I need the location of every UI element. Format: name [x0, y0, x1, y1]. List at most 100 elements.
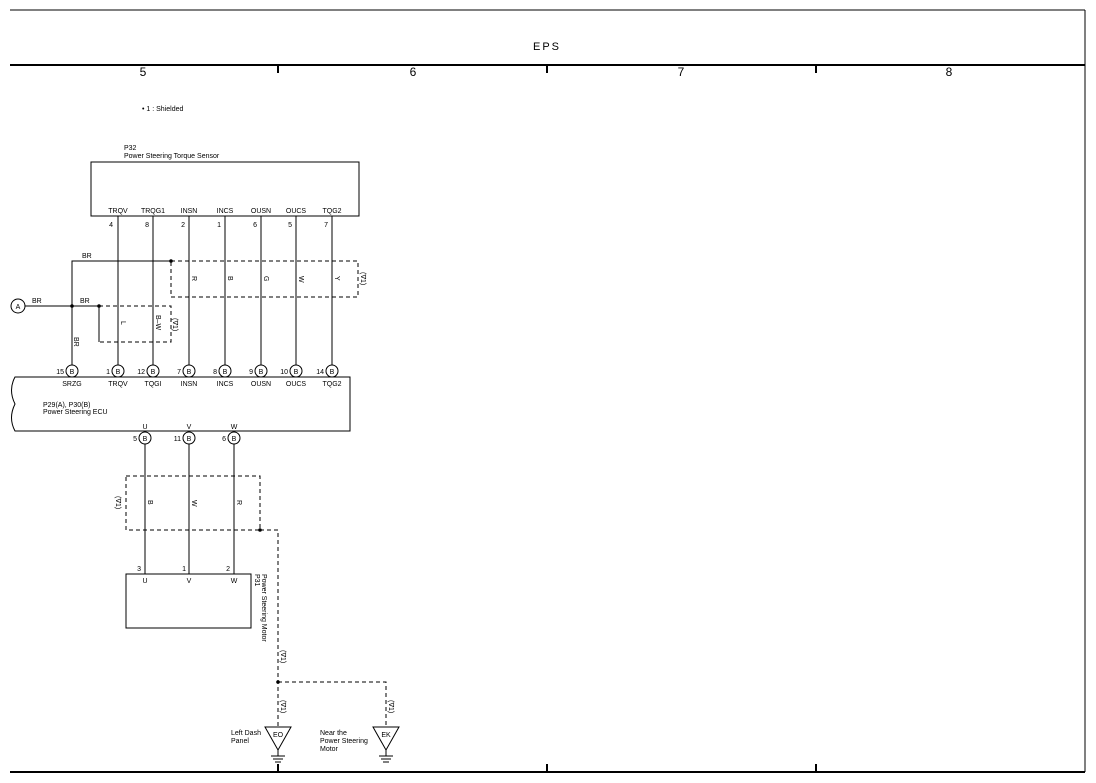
wire-color-label: R — [235, 500, 242, 505]
motor-pin-name: U — [142, 578, 147, 585]
sensor-pin-number: 4 — [109, 222, 113, 229]
ground-label: Left Dash — [231, 730, 261, 737]
ecu-output-pin-name: U — [142, 424, 147, 431]
connector-circle: B — [254, 364, 268, 378]
connector-circle: B — [146, 364, 160, 378]
sensor-code: P32 — [124, 145, 137, 152]
ecu-code: P29(A), P30(B) — [43, 402, 90, 409]
ecu-pin-name: TQG2 — [322, 381, 341, 388]
shield-mark: (∇1) — [387, 700, 395, 713]
shield-mark: (∇1) — [279, 700, 287, 713]
ecu-pin-name: TQGI — [144, 381, 161, 388]
ecu-pin-number: 14 — [316, 369, 324, 376]
sensor-pin-name: OUSN — [251, 208, 271, 215]
connector-a: A — [10, 298, 26, 314]
ecu-pin-name: SRZG — [62, 381, 81, 388]
ground-label: Motor — [320, 746, 339, 753]
ground-label: Near the — [320, 730, 347, 737]
connector-letter: B — [330, 369, 335, 376]
connector-letter: B — [259, 369, 264, 376]
column-number: 7 — [678, 65, 685, 79]
shield-mark: (∇1) — [114, 496, 122, 509]
ground-code: EO — [273, 732, 284, 739]
splice-point — [70, 304, 74, 308]
shield-mark: (∇1) — [171, 318, 179, 331]
motor-code: P31 — [253, 574, 260, 587]
wire-color-label: B–W — [154, 315, 161, 331]
wire-color-label: BR — [32, 298, 42, 305]
sensor-pin-name: TRQG1 — [141, 208, 165, 215]
ecu-pin-number: 15 — [56, 369, 64, 376]
connector-circle: B — [182, 431, 196, 445]
sensor-pin-name: TRQV — [108, 208, 128, 215]
ecu-output-pin-number: 5 — [133, 436, 137, 443]
motor-wires — [144, 444, 235, 574]
column-number: 6 — [410, 65, 417, 79]
connector-circle: B — [289, 364, 303, 378]
ecu-pin-number: 1 — [106, 369, 110, 376]
connector-letter: B — [187, 436, 192, 443]
wire-color-label: L — [119, 321, 126, 325]
ground-label: Panel — [231, 738, 249, 745]
sensor-pin-name: INCS — [217, 208, 234, 215]
ecu-output-pin-number: 6 — [222, 436, 226, 443]
ecu-pin-number: 12 — [137, 369, 145, 376]
sensor-pin-number: 5 — [288, 222, 292, 229]
shield-box — [98, 305, 172, 343]
ecu-pin-number: 9 — [249, 369, 253, 376]
connector-circle: B — [111, 364, 125, 378]
connector-letter: B — [223, 369, 228, 376]
ground-eo: EO Left Dash Panel — [231, 726, 292, 763]
ecu-pin-name: INCS — [217, 381, 234, 388]
shield-box — [125, 475, 261, 531]
motor-pin-name: W — [231, 578, 238, 585]
sensor-wires — [25, 216, 333, 365]
connector-letter: B — [294, 369, 299, 376]
ecu-top-connectors: B B B B B B B B 15 1 12 7 8 9 10 14 — [56, 364, 339, 378]
shield-mark: (∇1) — [359, 272, 367, 285]
connector-circle: B — [65, 364, 79, 378]
column-number: 5 — [140, 65, 147, 79]
sensor-pin-number: 8 — [145, 222, 149, 229]
wire-color-label: BR — [80, 298, 90, 305]
power-steering-motor: 3 1 2 U V W P31 Power Steering Motor — [125, 566, 267, 642]
sensor-pin-number: 6 — [253, 222, 257, 229]
ground-code: EK — [381, 732, 391, 739]
ecu-output-pin-name: W — [231, 424, 238, 431]
ground-label: Power Steering — [320, 738, 368, 745]
legend-note: • 1 : Shielded — [142, 106, 183, 113]
wire-color-label: G — [262, 276, 269, 281]
connector-circle: B — [138, 431, 152, 445]
sensor-name: Power Steering Torque Sensor — [124, 153, 220, 160]
column-number: 8 — [946, 65, 953, 79]
shield-box — [170, 260, 359, 298]
motor-name: Power Steering Motor — [260, 574, 267, 642]
shield-mark: (∇1) — [279, 650, 287, 663]
ecu-pin-name: OUSN — [251, 381, 271, 388]
wire-color-label: Y — [333, 276, 340, 281]
sensor-pin-name: INSN — [181, 208, 198, 215]
wire-color-label: R — [190, 276, 197, 281]
connector-circle: B — [325, 364, 339, 378]
wire-color-label: W — [190, 500, 197, 507]
ecu-pin-number: 10 — [280, 369, 288, 376]
sensor-pin-number: 7 — [324, 222, 328, 229]
column-numbers: 5 6 7 8 — [140, 65, 953, 79]
ecu-pin-number: 7 — [177, 369, 181, 376]
connector-letter: B — [116, 369, 121, 376]
connector-letter: B — [70, 369, 75, 376]
wire-color-label: BR — [82, 253, 92, 260]
motor-pin-number: 1 — [182, 566, 186, 573]
wire-color-label: BR — [72, 337, 79, 347]
connector-circle: B — [182, 364, 196, 378]
ecu-pin-name: TRQV — [108, 381, 128, 388]
ecu-output-pin-number: 11 — [174, 436, 181, 443]
ecu-bottom-connectors: B B B 5 11 6 — [133, 431, 241, 445]
connector-letter: B — [151, 369, 156, 376]
sensor-pin-number: 2 — [181, 222, 185, 229]
motor-pin-number: 2 — [226, 566, 230, 573]
page-title: EPS — [533, 41, 561, 53]
ecu-pin-name: INSN — [181, 381, 198, 388]
sensor-pin-number: 1 — [217, 222, 221, 229]
